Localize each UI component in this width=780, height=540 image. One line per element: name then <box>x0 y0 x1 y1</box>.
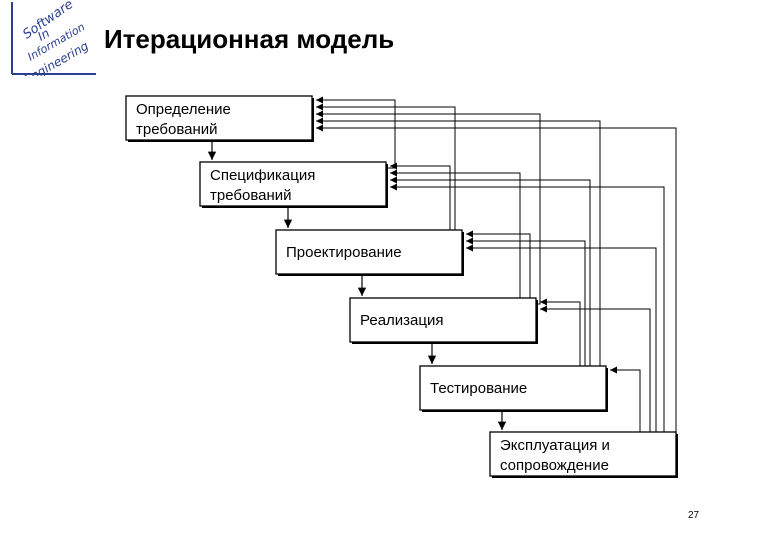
page-title: Итерационная модель <box>104 24 395 54</box>
page-number: 27 <box>688 510 700 521</box>
stage-label: требований <box>210 187 292 204</box>
stage-box-frame <box>419 365 607 411</box>
stage-box-frame <box>275 229 463 275</box>
feedback-arrow <box>390 176 606 376</box>
stage-box-frame <box>199 161 387 207</box>
stage-box-5: Тестирование <box>419 365 608 412</box>
stage-label: Определение <box>136 101 231 118</box>
stage-box-frame <box>349 297 537 343</box>
stage-box-2: Спецификация требований <box>199 161 388 208</box>
feedback-arrow <box>466 244 676 445</box>
stage-box-3: Проектирование <box>275 229 464 276</box>
stage-boxes: ОпределениетребованийСпецификациятребова… <box>125 95 678 478</box>
stage-label: требований <box>136 121 218 138</box>
stage-box-frame <box>125 95 313 141</box>
stage-box-1: Определение требований <box>125 95 314 142</box>
feedback-arrow <box>390 162 462 240</box>
stage-box-frame <box>489 431 677 477</box>
stage-label: Спецификация <box>210 167 315 184</box>
stage-label: сопровождение <box>500 457 609 474</box>
stage-label: Проектирование <box>286 244 402 261</box>
stage-label: Тестирование <box>430 380 527 397</box>
forward-arrows <box>207 142 507 430</box>
stage-label: Реализация <box>360 312 443 329</box>
feedback-arrow <box>316 124 677 438</box>
stage-box-4: Реализация <box>349 297 538 344</box>
stage-box-6: Эксплуатация и сопровождение <box>489 431 678 478</box>
stage-label: Эксплуатация и <box>500 437 610 454</box>
feedback-arrow <box>316 96 396 169</box>
